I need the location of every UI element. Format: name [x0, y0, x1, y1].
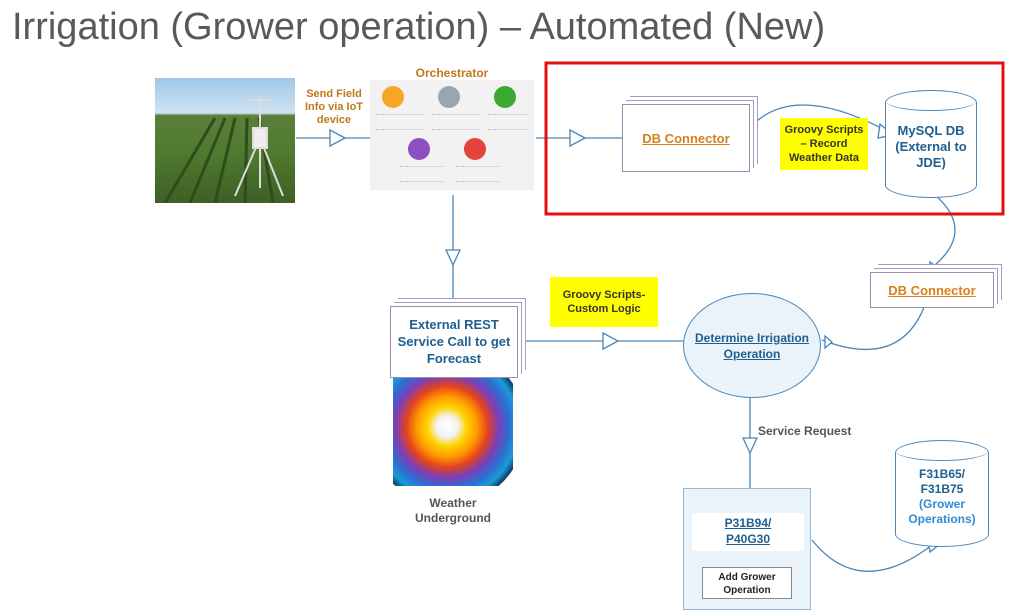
- external-rest-line1: External REST: [409, 317, 499, 332]
- send-field-info-label: Send Field Info via IoT device: [300, 88, 368, 127]
- orchestration-icon: [382, 86, 404, 108]
- determine-line1: Determine Irrigation: [694, 330, 810, 345]
- mysql-line1: MySQL DB: [897, 123, 965, 138]
- orchestrator-desc-4: [400, 166, 444, 182]
- external-rest-label: External REST Service Call to get Foreca…: [391, 316, 517, 367]
- db-connector-right-label[interactable]: DB Connector: [888, 282, 976, 298]
- db-connector-right[interactable]: DB Connector: [870, 272, 994, 308]
- groovy-record-line2: – Record: [800, 138, 848, 150]
- groovy-record-line1: Groovy Scripts: [784, 124, 864, 136]
- add-grower-operation-button[interactable]: Add Grower Operation: [702, 567, 792, 599]
- p31b94-box[interactable]: P31B94/ P40G30 Add Grower Operation: [683, 488, 811, 610]
- cross-reference-icon: [464, 138, 486, 160]
- orchestrator-desc-2: [432, 114, 480, 130]
- weather-underground-label: Weather Underground: [396, 496, 510, 526]
- weather-globe-image: [393, 378, 513, 486]
- determine-line2: Operation: [723, 346, 781, 361]
- groovy-record-note: Groovy Scripts – Record Weather Data: [780, 118, 868, 170]
- p31b94-line2: P40G30: [725, 532, 771, 546]
- rule-icon: [494, 86, 516, 108]
- p31b94-label: P31B94/ P40G30: [684, 515, 812, 547]
- p31b94-line1: P31B94/: [724, 516, 772, 530]
- f31b65-label: F31B65/ F31B75 (Grower Operations): [896, 467, 988, 527]
- orchestrator-panel: [370, 80, 534, 190]
- p31b94-inner: [692, 513, 804, 551]
- send-field-line2: Info via IoT: [304, 101, 364, 113]
- orchestrator-desc-3: [488, 114, 528, 130]
- cylinder-top-2: [896, 441, 988, 461]
- mysql-line3: JDE): [916, 155, 946, 170]
- external-rest-line2: Service Call to get: [397, 334, 511, 349]
- vineyard-icon: [163, 98, 284, 203]
- add-grower-line2: Operation: [723, 585, 771, 596]
- db-connector-top[interactable]: DB Connector: [622, 104, 750, 172]
- service-request-icon: [438, 86, 460, 108]
- service-request-label: Service Request: [758, 424, 852, 438]
- send-field-line1: Send Field: [306, 88, 362, 100]
- vineyard-weather-station-image: [155, 78, 295, 203]
- cylinder-top: [886, 91, 976, 111]
- external-rest-card[interactable]: External REST Service Call to get Foreca…: [390, 306, 518, 378]
- groovy-custom-line1: Groovy Scripts-: [562, 289, 646, 301]
- weather-line1: Weather: [429, 496, 477, 510]
- groovy-custom-line2: Custom Logic: [567, 303, 641, 315]
- page-title: Irrigation (Grower operation) – Automate…: [12, 6, 826, 48]
- orchestrator-desc-5: [456, 166, 500, 182]
- groovy-custom-note: Groovy Scripts- Custom Logic: [550, 277, 658, 327]
- grower-ops-line1: (Grower: [918, 497, 965, 511]
- weather-line2: Underground: [415, 511, 491, 525]
- groovy-record-line3: Weather Data: [788, 152, 860, 164]
- f31-line2: F31B75: [920, 482, 964, 496]
- mysql-db-cylinder: MySQL DB (External to JDE): [885, 90, 977, 198]
- f31-line1: F31B65/: [918, 467, 966, 481]
- orchestrator-label: Orchestrator: [415, 66, 489, 80]
- share-icon: [408, 138, 430, 160]
- mysql-db-label: MySQL DB (External to JDE): [886, 123, 976, 171]
- db-connector-top-label[interactable]: DB Connector: [642, 130, 730, 146]
- grower-ops-line2: Operations): [908, 512, 976, 526]
- orchestrator-desc-1: [376, 114, 424, 130]
- external-rest-line3: Forecast: [426, 351, 482, 366]
- mysql-line2: (External to: [895, 139, 967, 154]
- determine-irrigation-node[interactable]: Determine Irrigation Operation: [683, 293, 821, 398]
- send-field-line3: device: [316, 114, 352, 126]
- add-grower-line1: Add Grower: [718, 572, 776, 583]
- f31b65-cylinder: F31B65/ F31B75 (Grower Operations): [895, 440, 989, 547]
